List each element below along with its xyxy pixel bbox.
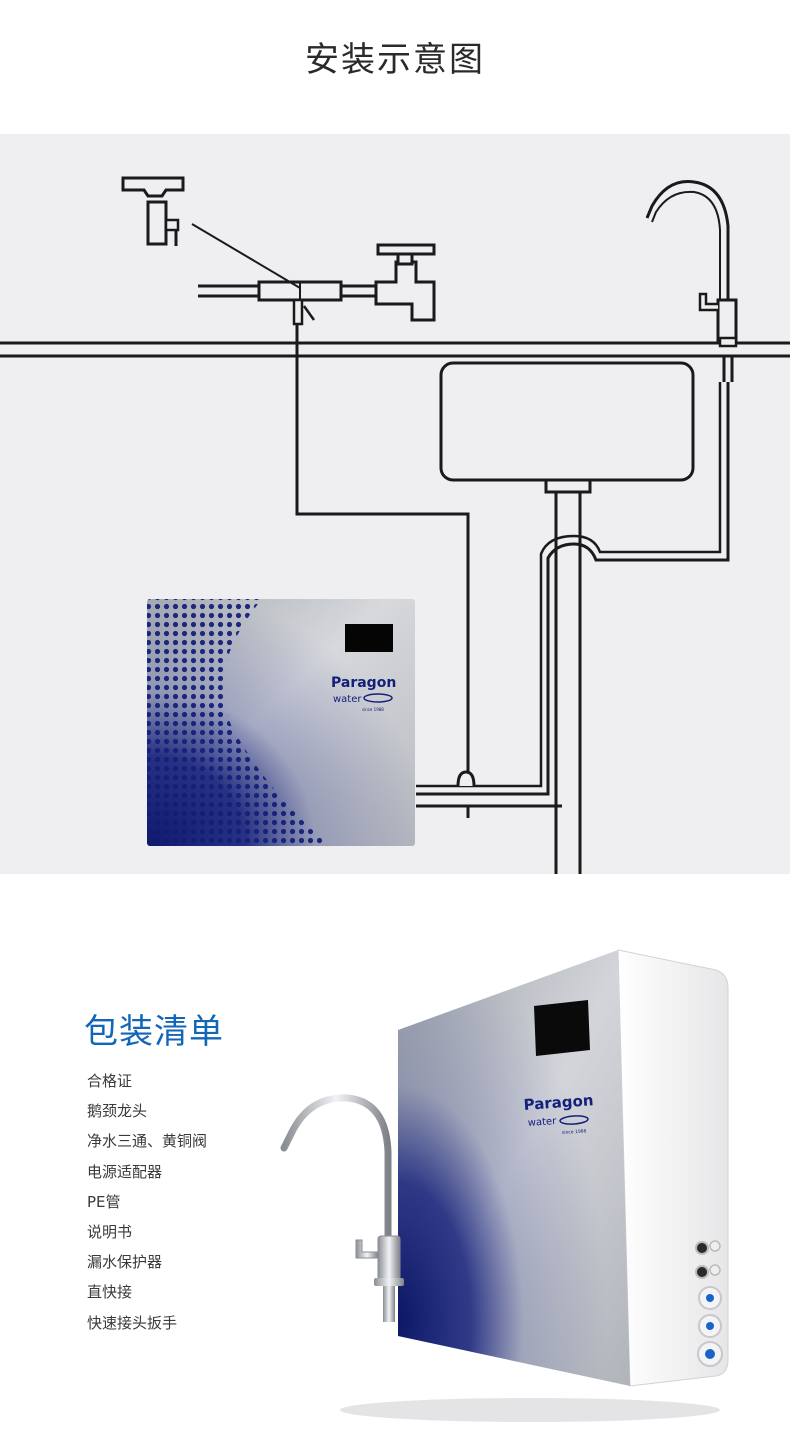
product-brand-sub: water (527, 1116, 557, 1129)
product-front-shade (398, 950, 630, 1386)
purifier-unit-shade (147, 599, 415, 846)
product-control-panel (534, 1000, 590, 1056)
packing-item: 说明书 (87, 1222, 133, 1241)
callout-line (191, 223, 301, 289)
product-photo: Paragon water since 1988 (270, 940, 740, 1434)
unit-logo-swoosh (363, 693, 393, 703)
packing-item: 直快接 (87, 1283, 133, 1302)
inlet-line-outer (295, 294, 470, 786)
faucet-handle (698, 292, 718, 312)
packing-item: 净水三通、黄铜阀 (87, 1132, 208, 1151)
unit-brand-since: since 1988 (362, 707, 384, 712)
product-photo-svg: Paragon water since 1988 (280, 949, 729, 1422)
product-logo-swoosh (559, 1115, 589, 1125)
page-title: 安装示意图 (305, 40, 485, 80)
faucet-supply-line-inner (416, 382, 722, 788)
product-fitting-2-ring (706, 1322, 714, 1330)
product-port-4 (709, 1264, 721, 1276)
packing-item: PE管 (87, 1192, 121, 1211)
product-port-2 (709, 1240, 721, 1252)
packing-item: 电源适配器 (87, 1162, 163, 1181)
angle-valve-handle (376, 243, 436, 256)
detail-valve-body (146, 200, 168, 246)
packing-list-title: 包装清单 (84, 1012, 224, 1052)
installation-diagram-svg: Paragon water since 1988 (0, 176, 790, 874)
product-brand-logo: Paragon (523, 1091, 594, 1114)
faucet-spout-inner (651, 190, 721, 304)
purifier-display (345, 624, 393, 652)
packing-item: 合格证 (87, 1072, 133, 1090)
tee-valve-lever (302, 305, 316, 321)
faucet-shank (383, 1286, 395, 1322)
pipe-crossover-hump (456, 770, 476, 787)
detail-valve-port (164, 218, 180, 232)
unit-brand-sub: water (333, 694, 362, 705)
installation-diagram: Paragon water since 1988 (0, 134, 790, 874)
packing-item: 鹅颈龙头 (87, 1102, 148, 1121)
packing-list: 合格证 鹅颈龙头 净水三通、黄铜阀 电源适配器 PE管 说明书 漏水保护器 直快… (87, 1070, 207, 1342)
product-fitting-3-ring (705, 1349, 715, 1359)
unit-brand-logo: Paragon (331, 675, 396, 691)
angle-valve (374, 260, 436, 322)
faucet-base (374, 1278, 404, 1286)
packing-item: 漏水保护器 (87, 1253, 163, 1272)
packing-item: 快速接头扳手 (87, 1313, 178, 1332)
product-port-1 (695, 1241, 709, 1255)
product-shadow (340, 1398, 720, 1422)
sink-drain-outlet (544, 478, 592, 494)
product-brand-since: since 1988 (562, 1128, 587, 1136)
faucet-supply-line-outer (416, 382, 730, 796)
sink-basin (439, 361, 695, 482)
faucet-lever (355, 1239, 379, 1259)
tee-ball-valve (292, 298, 304, 326)
faucet-nut (718, 336, 738, 348)
product-fitting-1-ring (706, 1294, 714, 1302)
product-port-3 (695, 1265, 709, 1279)
faucet-body (716, 298, 738, 344)
faucet-body (377, 1235, 401, 1281)
faucet-gooseneck (280, 1094, 392, 1244)
faucet-spout-outer (645, 180, 730, 314)
detail-valve-handle (121, 176, 185, 198)
